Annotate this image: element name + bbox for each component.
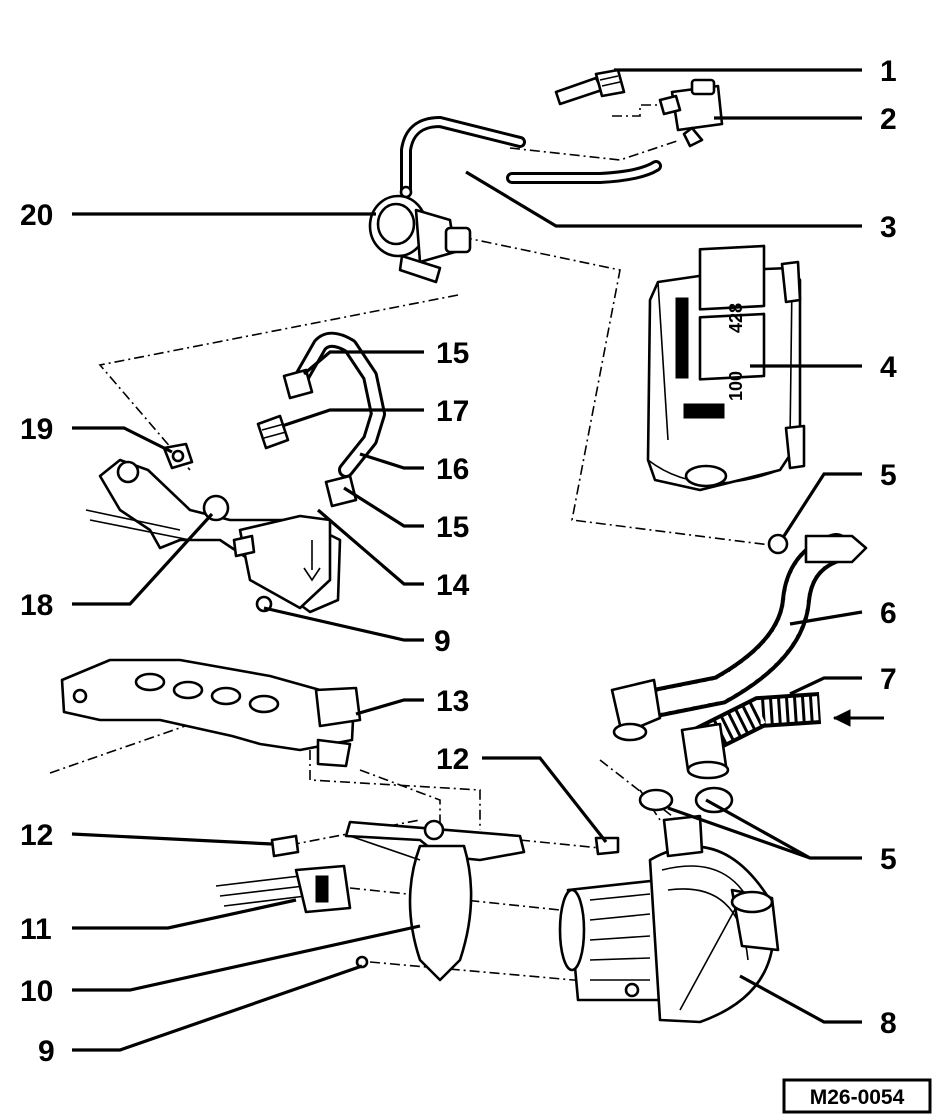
callout-numbers: 1 2 3 4 5 6 7 5 8 9 9 10 11 12 12 13 14 … (20, 55, 897, 1068)
o-ring-part-5-upper (767, 533, 789, 555)
solenoid-valve-part-2 (658, 78, 724, 148)
gasket-part-14 (232, 534, 256, 558)
callout-3: 3 (880, 211, 897, 244)
callout-12-right: 12 (436, 743, 469, 776)
heat-shield-part-18 (85, 458, 342, 614)
screws-part-12 (270, 834, 620, 858)
callout-17: 17 (436, 395, 469, 428)
callout-13: 13 (436, 685, 469, 718)
callout-7: 7 (880, 663, 897, 696)
callout-15-lower: 15 (436, 511, 469, 544)
callout-1: 1 (880, 55, 897, 88)
callout-12-left: 12 (20, 819, 53, 852)
union-nut-part-15-upper (282, 368, 314, 400)
corrugated-hose-part-6 (610, 533, 868, 742)
callout-5-lower: 5 (880, 843, 897, 876)
manifold-part-13 (60, 658, 362, 768)
callout-20: 20 (20, 199, 53, 232)
callout-15-upper: 15 (436, 337, 469, 370)
callout-9-upper: 9 (434, 625, 451, 658)
intake-hose-part-7 (680, 692, 884, 780)
nuts-part-9 (255, 595, 369, 969)
secondary-air-pump-part-8 (558, 814, 780, 1024)
callout-6: 6 (880, 597, 897, 630)
gasket-part-19 (162, 442, 194, 470)
callout-16: 16 (436, 453, 469, 486)
pump-bracket-part-10 (344, 819, 526, 982)
relay-label-upper: 428 (726, 303, 746, 333)
leader-lines (71, 68, 863, 1052)
relay-label-lower: 100 (726, 371, 746, 401)
combination-valve-part-20 (368, 194, 472, 284)
callout-2: 2 (880, 103, 897, 136)
callout-9-lower: 9 (38, 1035, 55, 1068)
callout-14: 14 (436, 569, 470, 602)
connector-plug-part-1 (554, 68, 626, 106)
o-rings-part-5-lower (638, 786, 734, 814)
callout-4: 4 (880, 351, 897, 384)
reference-code-box: M26-0054 (782, 1078, 932, 1114)
callout-11: 11 (20, 913, 52, 946)
relay-carrier-part-4: 428 100 (646, 244, 806, 492)
vacuum-hose-part-3 (399, 115, 662, 199)
connector-part-11 (215, 864, 352, 914)
callout-5-upper: 5 (880, 459, 897, 492)
adapter-part-17 (256, 414, 290, 450)
callout-10: 10 (20, 975, 53, 1008)
callout-18: 18 (20, 589, 53, 622)
pipe-part-16 (292, 331, 386, 478)
reference-code: M26-0054 (810, 1086, 905, 1109)
callout-8: 8 (880, 1007, 897, 1040)
union-nut-part-15-lower (324, 474, 358, 508)
callout-19: 19 (20, 413, 53, 446)
